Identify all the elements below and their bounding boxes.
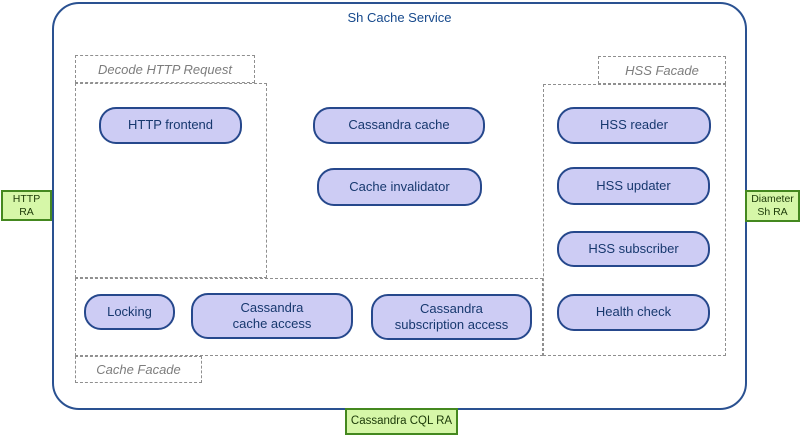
region-label-decode-http-request: Decode HTTP Request — [75, 55, 255, 83]
component-hss-subscriber: HSS subscriber — [557, 231, 710, 267]
component-cache-invalidator: Cache invalidator — [317, 168, 482, 206]
component-cassandra-subscription-access: Cassandra subscription access — [371, 294, 532, 340]
service-title: Sh Cache Service — [347, 10, 452, 25]
component-hss-updater: HSS updater — [557, 167, 710, 205]
component-health-check: Health check — [557, 294, 710, 331]
component-hss-reader: HSS reader — [557, 107, 711, 144]
region-label-hss-facade: HSS Facade — [598, 56, 726, 84]
component-locking: Locking — [84, 294, 175, 330]
component-http-frontend: HTTP frontend — [99, 107, 242, 144]
region-label-cache-facade: Cache Facade — [75, 356, 202, 383]
region-cache-facade — [75, 278, 543, 356]
region-hss-facade — [543, 84, 726, 356]
adapter-cassandra-cql-ra: Cassandra CQL RA — [345, 408, 458, 435]
adapter-http-ra: HTTP RA — [1, 190, 52, 221]
component-cassandra-cache-access: Cassandra cache access — [191, 293, 353, 339]
region-decode-http-request — [75, 83, 267, 278]
adapter-diameter-sh-ra: Diameter Sh RA — [745, 190, 800, 222]
component-cassandra-cache: Cassandra cache — [313, 107, 485, 144]
